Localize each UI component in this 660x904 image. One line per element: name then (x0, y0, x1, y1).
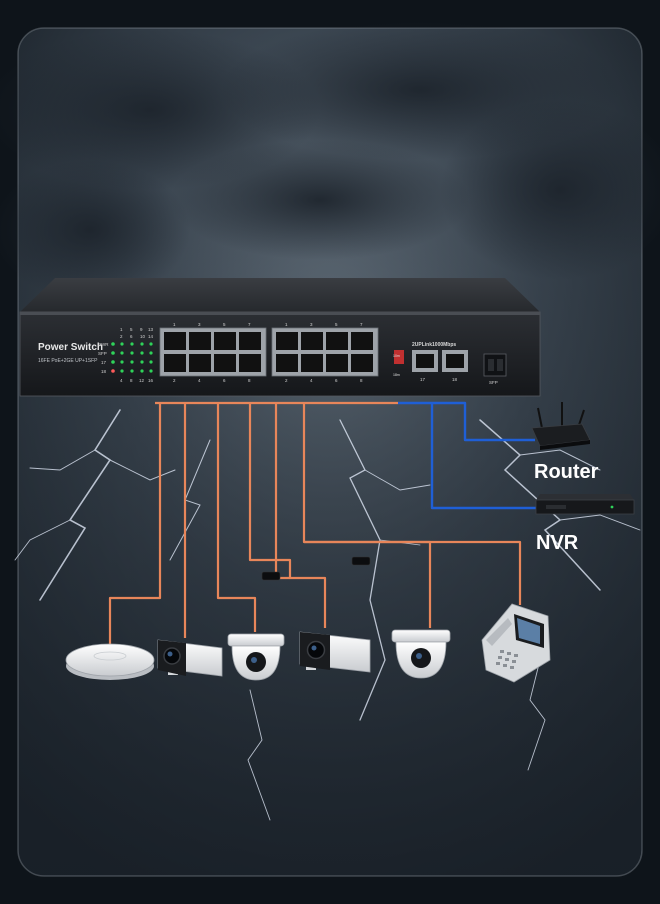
led-label-pwr: PWR (98, 342, 109, 347)
sfp-label: SFP (489, 380, 498, 385)
nvr-icon (535, 494, 635, 515)
bullet-camera-icon (299, 631, 371, 673)
router-icon (531, 402, 591, 450)
console-label: 10m (393, 354, 400, 358)
console-label: 18m (393, 373, 400, 377)
led-label-17: 17 (101, 360, 107, 365)
port-bottom-label: 2 (173, 378, 176, 383)
ip-phone-icon (481, 603, 551, 683)
port-bottom-label: 6 (223, 378, 226, 383)
led-top-10: 10 (140, 334, 146, 339)
port-numbers: 1 3 5 7 1 3 5 7 2 4 6 8 2 4 6 8 (173, 322, 363, 383)
led-top-1: 1 (120, 327, 123, 332)
storm-clouds (0, 20, 660, 300)
port-top-label: 5 (223, 322, 226, 327)
port-top-label: 3 (198, 322, 201, 327)
uplink-port-number: 17 (420, 377, 426, 382)
bullet-camera-icon (157, 639, 223, 677)
led-label-18: 18 (101, 369, 107, 374)
port-top-label: 1 (173, 322, 176, 327)
switch-model-text: 16FE PoE+2GE UP+1SFP (38, 358, 98, 364)
led-top-2: 2 (120, 334, 123, 339)
led-label-sfp: SFP (98, 351, 107, 356)
port-bottom-label: 4 (310, 378, 313, 383)
access-point-icon (65, 643, 155, 680)
port-bottom-label: 2 (285, 378, 288, 383)
surge-protector-icon (261, 556, 371, 581)
led-top-9: 9 (140, 327, 143, 332)
nvr-label: NVR (536, 532, 579, 554)
rj45-port-block-right (271, 327, 379, 377)
poe-cables (108, 401, 522, 645)
uplink-port-18: 18 (442, 350, 468, 382)
console-switch (394, 350, 404, 364)
port-top-label: 1 (285, 322, 288, 327)
led-bottom-16: 16 (148, 378, 154, 383)
port-bottom-label: 8 (360, 378, 363, 383)
led-top-6: 6 (130, 334, 133, 339)
led-top-5: 5 (130, 327, 133, 332)
router-label: Router (534, 461, 599, 483)
uplink-label: 2UPLink1000Mbps (412, 342, 456, 348)
led-bottom-4: 4 (120, 378, 123, 383)
rj45-port-block-left (159, 327, 267, 377)
lightning-icon (14, 409, 641, 821)
dome-camera-icon (227, 633, 285, 681)
switch-icon: Power Switch 16FE PoE+2GE UP+1SFP PWR SF… (19, 278, 541, 397)
status-leds: PWR SFP 17 18 1 5 9 13 2 6 10 14 4 8 1 (98, 327, 154, 383)
port-bottom-label: 6 (335, 378, 338, 383)
uplink-cables (398, 401, 538, 510)
port-top-label: 7 (360, 322, 363, 327)
port-bottom-label: 4 (198, 378, 201, 383)
uplink-port-number: 18 (452, 377, 458, 382)
led-top-13: 13 (148, 327, 154, 332)
switch-brand-label: Power Switch (38, 342, 103, 353)
port-top-label: 5 (335, 322, 338, 327)
port-bottom-label: 8 (248, 378, 251, 383)
uplink-port-17: 17 (412, 350, 438, 382)
port-top-label: 7 (248, 322, 251, 327)
sfp-port: SFP (483, 353, 507, 385)
dome-camera-icon (391, 629, 451, 679)
led-bottom-8: 8 (130, 378, 133, 383)
led-top-14: 14 (148, 334, 154, 339)
led-bottom-12: 12 (139, 378, 145, 383)
port-top-label: 3 (310, 322, 313, 327)
